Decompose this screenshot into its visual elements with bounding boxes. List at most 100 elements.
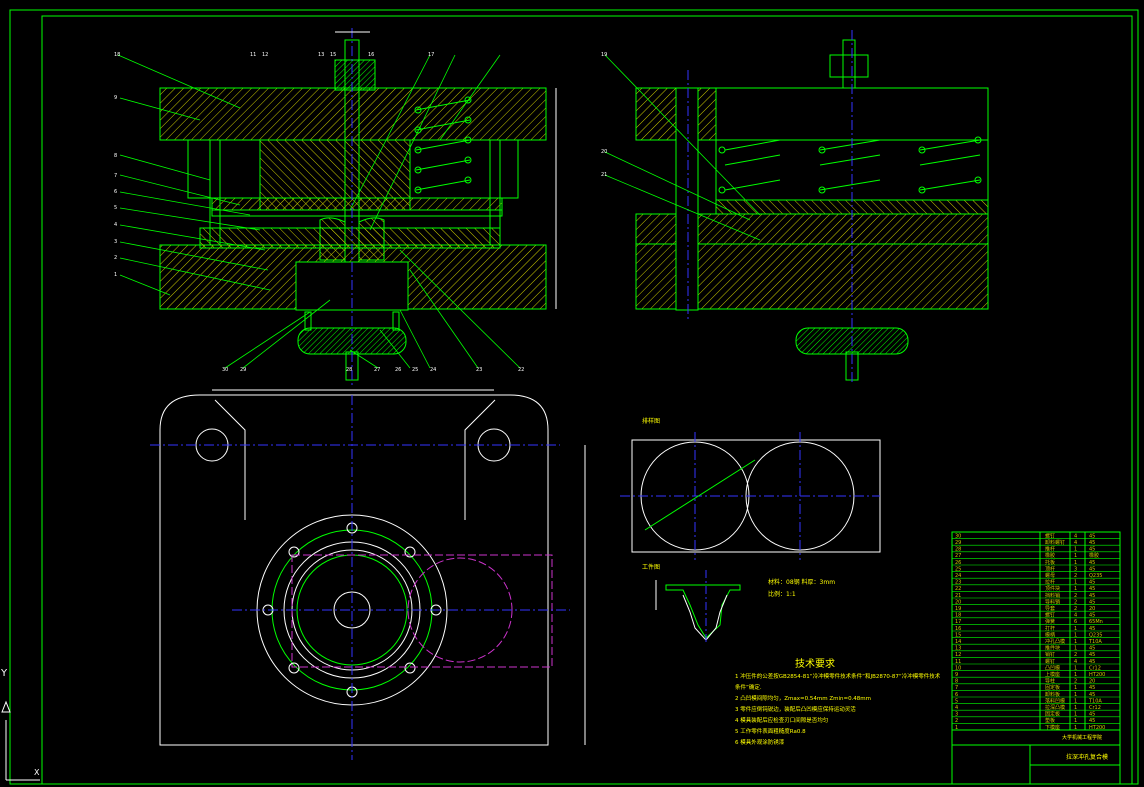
parts-row-no: 10 — [955, 665, 961, 671]
parts-row-material: 65Mn — [1089, 619, 1103, 625]
callout-number: 20 — [601, 149, 607, 155]
parts-row-no: 16 — [955, 626, 961, 632]
parts-row-name: 拉杆 — [1045, 579, 1055, 586]
parts-row-name: 拉深凸模 — [1045, 704, 1065, 711]
parts-row-name: 冲孔凸模 — [1045, 638, 1065, 645]
parts-row-material: 45 — [1089, 712, 1095, 718]
parts-row-qty: 1 — [1074, 639, 1077, 645]
callout-number: 11 — [250, 52, 256, 58]
parts-row-no: 2 — [955, 718, 958, 724]
parts-row-qty: 1 — [1074, 626, 1077, 632]
parts-row-qty: 2 — [1074, 593, 1077, 599]
parts-row-qty: 6 — [1074, 619, 1077, 625]
parts-row-material: 45 — [1089, 593, 1095, 599]
callout-number: 24 — [430, 367, 436, 373]
parts-row-no: 14 — [955, 639, 961, 645]
callout-number: 19 — [601, 52, 607, 58]
parts-row-qty: 1 — [1074, 580, 1077, 586]
callout-number: 26 — [395, 367, 401, 373]
parts-row-name: 固定板 — [1045, 684, 1060, 691]
parts-row-no: 27 — [955, 553, 961, 559]
callout-number: 18 — [114, 52, 120, 58]
parts-row-name: 螺钉 — [1045, 532, 1055, 539]
parts-row-qty: 4 — [1074, 540, 1077, 546]
parts-row-qty: 2 — [1074, 599, 1077, 605]
parts-row-no: 18 — [955, 613, 961, 619]
parts-row-material: 45 — [1089, 718, 1095, 724]
callout-number: 12 — [262, 52, 268, 58]
callout-number: 16 — [368, 52, 374, 58]
parts-row-qty: 3 — [1074, 566, 1077, 572]
callout-number: 2 — [114, 255, 117, 261]
parts-row-no: 22 — [955, 586, 961, 592]
parts-row-no: 12 — [955, 652, 961, 658]
parts-row-qty: 1 — [1074, 725, 1077, 731]
parts-row-qty: 1 — [1074, 692, 1077, 698]
parts-row-no: 25 — [955, 566, 961, 572]
parts-row-no: 28 — [955, 547, 961, 553]
parts-row-material: 20 — [1089, 679, 1095, 685]
parts-row-no: 15 — [955, 632, 961, 638]
title-block-name: 拉深冲孔复合模 — [1066, 754, 1109, 761]
callout-number: 3 — [114, 239, 117, 245]
parts-row-qty: 1 — [1074, 705, 1077, 711]
front-section-view — [159, 28, 557, 385]
parts-row-material: 橡胶 — [1089, 552, 1099, 559]
parts-row-no: 1 — [955, 725, 958, 731]
parts-row-no: 21 — [955, 593, 961, 599]
parts-row-qty: 1 — [1074, 553, 1077, 559]
parts-row-material: T10A — [1088, 639, 1102, 645]
parts-row-qty: 2 — [1074, 652, 1077, 658]
parts-row-no: 4 — [955, 705, 958, 711]
parts-row-qty: 2 — [1074, 679, 1077, 685]
parts-row-material: 45 — [1089, 646, 1095, 652]
parts-row-no: 24 — [955, 573, 961, 579]
parts-row-qty: 1 — [1074, 665, 1077, 671]
parts-row-material: Q235 — [1089, 573, 1102, 579]
parts-row-qty: 1 — [1074, 698, 1077, 704]
parts-row-qty: 1 — [1074, 685, 1077, 691]
callout-number: 28 — [346, 367, 352, 373]
leaders-side — [604, 54, 761, 241]
callout-number: 13 — [318, 52, 324, 58]
parts-row-name: 弹簧 — [1045, 618, 1055, 625]
parts-row-material: 45 — [1089, 692, 1095, 698]
parts-row-material: 45 — [1089, 659, 1095, 665]
parts-row-name: 销钉 — [1045, 651, 1055, 658]
parts-row-qty: 1 — [1074, 547, 1077, 553]
parts-row-name: 螺母 — [1045, 572, 1055, 579]
parts-row-name: 螺钉 — [1045, 658, 1055, 665]
parts-row-name: 导柱 — [1045, 678, 1055, 685]
workpiece-drawing — [655, 570, 741, 645]
callout-number: 9 — [114, 95, 117, 101]
parts-row-material: 45 — [1089, 566, 1095, 572]
callout-number: 8 — [114, 153, 117, 159]
parts-row-material: 45 — [1089, 599, 1095, 605]
callout-number: 17 — [428, 52, 434, 58]
parts-row-qty: 4 — [1074, 659, 1077, 665]
tech-note: 6 模具外观涂防锈漆 — [735, 740, 785, 746]
parts-row-material: T10A — [1088, 698, 1102, 704]
scale-note: 比例：1:1 — [768, 591, 796, 598]
parts-row-no: 7 — [955, 685, 958, 691]
parts-row-no: 3 — [955, 712, 958, 718]
material-note: 材料：08钢 料厚：3mm — [768, 579, 836, 586]
tech-requirements-notes: 1 冲压件的公差按GB2854-81“冷冲模零件技术条件”和JB2870-87“… — [735, 672, 945, 749]
parts-row-name: 模柄 — [1045, 631, 1055, 638]
callout-number: 25 — [412, 367, 418, 373]
parts-row-name: 落料凹模 — [1045, 697, 1065, 704]
parts-row-no: 26 — [955, 560, 961, 566]
parts-row-material: Q235 — [1089, 632, 1102, 638]
strip-layout — [620, 432, 881, 560]
parts-row-qty: 4 — [1074, 533, 1077, 539]
parts-row-no: 8 — [955, 679, 958, 685]
parts-row-material: 45 — [1089, 540, 1095, 546]
axis-y-label: Y — [1, 668, 8, 679]
parts-row-name: 托板 — [1045, 559, 1055, 566]
side-section-view — [635, 30, 989, 385]
parts-row-name: 导套 — [1045, 605, 1055, 612]
parts-row-qty: 1 — [1074, 586, 1077, 592]
spring-set-left — [414, 96, 472, 194]
parts-row-qty: 1 — [1074, 632, 1077, 638]
parts-row-name: 推件块 — [1045, 645, 1060, 652]
